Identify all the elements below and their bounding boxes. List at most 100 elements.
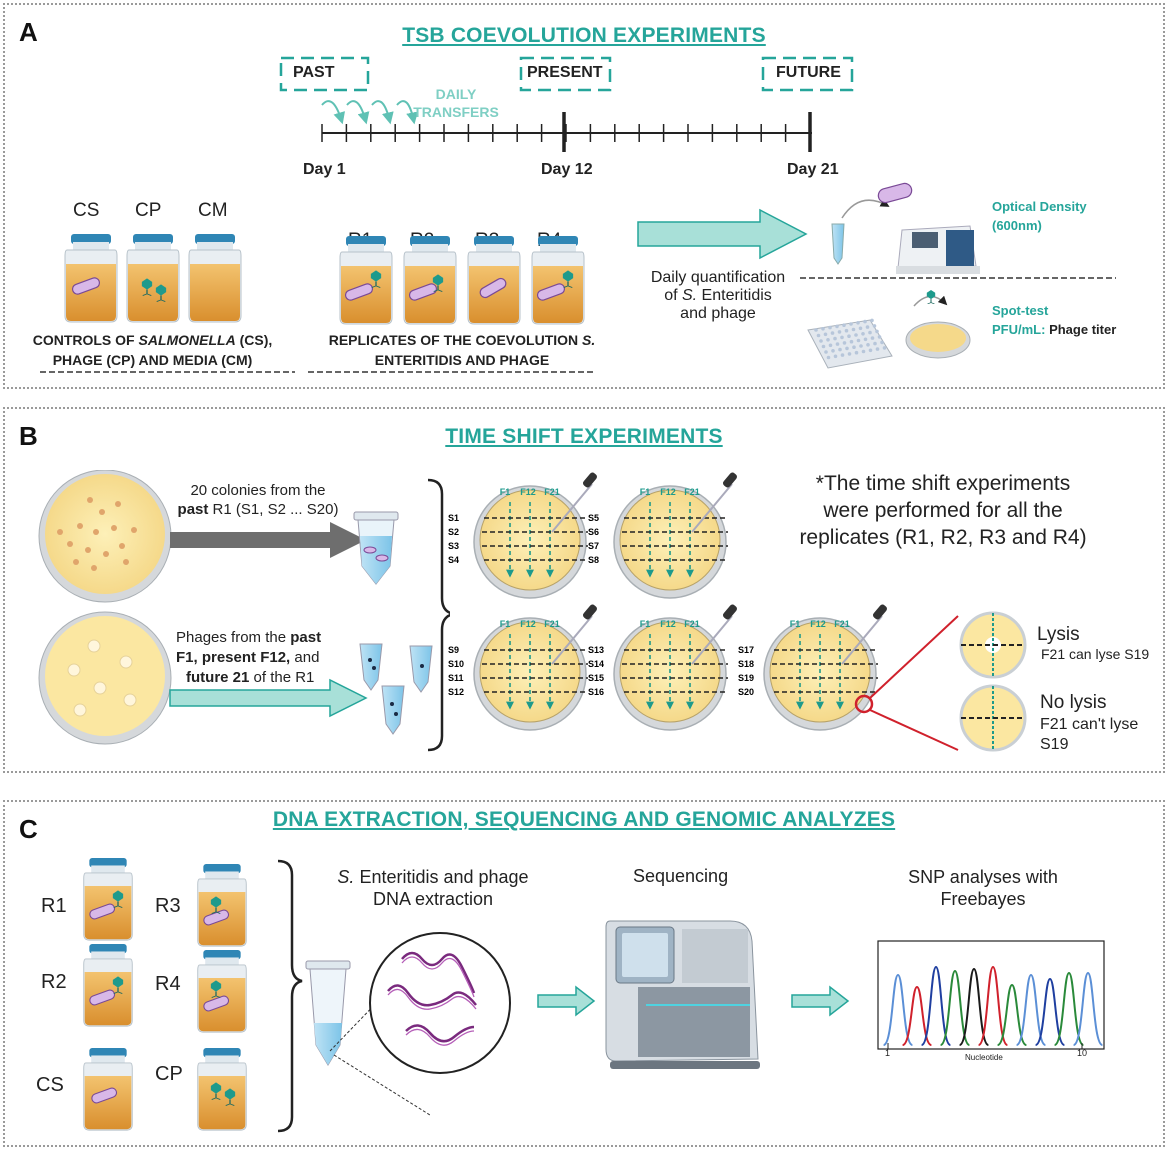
phages-line1-pre: Phages from the xyxy=(176,629,291,646)
quant-line2-pre: of xyxy=(664,287,682,304)
spot-line1: Spot-test xyxy=(992,303,1049,318)
bottle-cs xyxy=(64,234,118,323)
c-label-cs: CS xyxy=(36,1074,64,1096)
plate-row-label: S17 xyxy=(738,645,754,655)
note-line2: were performed for all the xyxy=(823,499,1063,522)
dna-tube xyxy=(305,960,351,1066)
plate-row-label: S16 xyxy=(588,687,604,697)
control-label-cs: CS xyxy=(73,200,100,221)
plate-column-label: F1 xyxy=(640,487,651,497)
chromatogram-tick-start: 1 xyxy=(885,1048,891,1058)
dna-zoom-circle xyxy=(369,932,511,1074)
controls-caption-em: SALMONELLA xyxy=(138,332,236,348)
spot-line2-post: Phage titer xyxy=(1045,322,1117,337)
chromatogram-peak xyxy=(1053,971,1085,1046)
controls-caption-post: (CS), xyxy=(235,332,273,348)
lysis-circle xyxy=(959,611,1027,679)
panel-a: A TSB COEVOLUTION EXPERIMENTS xyxy=(3,3,1165,389)
quant-line2-post: Enteritidis xyxy=(697,287,772,304)
panel-b-label: B xyxy=(19,421,38,451)
colonies-arrow xyxy=(170,522,366,558)
panel-c: C DNA EXTRACTION, SEQUENCING AND GENOMIC… xyxy=(3,800,1165,1147)
plate-row-label: S7 xyxy=(588,541,599,551)
plate-row-label: S10 xyxy=(448,659,464,669)
bottle-cm xyxy=(188,234,242,323)
control-label-cp: CP xyxy=(135,200,162,221)
c-label-r3: R3 xyxy=(155,895,181,917)
chromatogram-peak xyxy=(1015,973,1047,1046)
phages-text: Phages from the past F1, present F12, an… xyxy=(176,628,321,688)
no-lysis-circle xyxy=(959,684,1027,752)
plate-column-label: F12 xyxy=(660,619,676,629)
plate-column-label: F1 xyxy=(640,619,651,629)
colonies-line2-bold: past xyxy=(177,501,209,518)
plate-row-label: S9 xyxy=(448,645,459,655)
chromatogram-peak xyxy=(977,965,1009,1046)
panel-c-workflow xyxy=(277,859,1105,1133)
control-bottles xyxy=(64,234,242,323)
c-label-r1: R1 xyxy=(41,895,67,917)
colony-plate xyxy=(38,470,172,603)
plate-row-label: S8 xyxy=(588,555,599,565)
plate-column-label: F21 xyxy=(544,487,560,497)
optical-density-label: Optical Density (600nm) xyxy=(992,197,1087,235)
controls-caption-line2: PHAGE (CP) AND MEDIA (CM) xyxy=(52,352,253,368)
panel-a-label: A xyxy=(19,17,38,47)
plate-row-label: S18 xyxy=(738,659,754,669)
plate-row-label: S5 xyxy=(588,513,599,523)
plate-column-label: F12 xyxy=(520,487,536,497)
plate-row-label: S4 xyxy=(448,555,459,565)
c-label-r4: R4 xyxy=(155,973,181,995)
no-lysis-desc: F21 can't lyse S19 xyxy=(1040,715,1138,755)
replicate-bottles xyxy=(339,236,585,325)
chromatogram-peak xyxy=(920,965,952,1046)
plate-column-label: F1 xyxy=(790,619,801,629)
spot-test-label: Spot-test PFU/mL: Phage titer xyxy=(992,301,1116,339)
od-line1: Optical Density xyxy=(992,199,1087,214)
no-lysis-desc2: S19 xyxy=(1040,736,1069,753)
spot-plate xyxy=(905,321,971,359)
sequencer xyxy=(605,920,760,1069)
plate-column-label: F12 xyxy=(810,619,826,629)
plate-row-label: S3 xyxy=(448,541,459,551)
daily-transfers-line2: TRANSFERS xyxy=(413,104,499,120)
quant-line3: and phage xyxy=(680,305,756,322)
c-brace xyxy=(277,859,303,1133)
phages-arrow xyxy=(169,678,368,718)
panel-c-label: C xyxy=(19,814,38,844)
spot-line2-bold: PFU/mL: xyxy=(992,322,1046,337)
note-line1: *The time shift experiments xyxy=(815,472,1071,495)
chromatogram-peak xyxy=(882,973,914,1046)
day21-label: Day 21 xyxy=(787,161,839,178)
quantification-graphics xyxy=(637,182,1116,369)
od-line2: (600nm) xyxy=(992,218,1042,233)
lysis-title: Lysis xyxy=(1037,624,1080,645)
extraction-line1: Enteritidis and phage xyxy=(354,867,529,887)
no-lysis-title: No lysis xyxy=(1040,692,1107,713)
past-box xyxy=(279,56,370,92)
plate-row-label: S1 xyxy=(448,513,459,523)
sample-tube xyxy=(831,223,845,265)
plate-row-label: S6 xyxy=(588,527,599,537)
chromatogram-peak xyxy=(1034,977,1066,1046)
plate-row-label: S11 xyxy=(448,673,464,683)
spectrophotometer xyxy=(896,225,980,274)
plate-column-label: F1 xyxy=(500,619,511,629)
plate-row-label: S2 xyxy=(448,527,459,537)
chromatogram-peak xyxy=(939,969,971,1046)
replicates-caption-pre: REPLICATES OF THE COEVOLUTION xyxy=(328,332,583,348)
well-plate xyxy=(807,318,893,369)
colonies-line1: 20 colonies from the xyxy=(190,482,326,499)
control-label-cm: CM xyxy=(198,200,228,221)
quantification-text: Daily quantification of S. Enteritidis a… xyxy=(630,269,806,323)
controls-divider xyxy=(40,371,295,373)
past-label: PAST xyxy=(293,64,335,81)
brace xyxy=(427,478,450,752)
plate-column-label: F12 xyxy=(520,619,536,629)
quant-line2-em: S. xyxy=(681,287,698,304)
present-label: PRESENT xyxy=(527,64,603,81)
phages-line2-post: and xyxy=(290,649,320,666)
